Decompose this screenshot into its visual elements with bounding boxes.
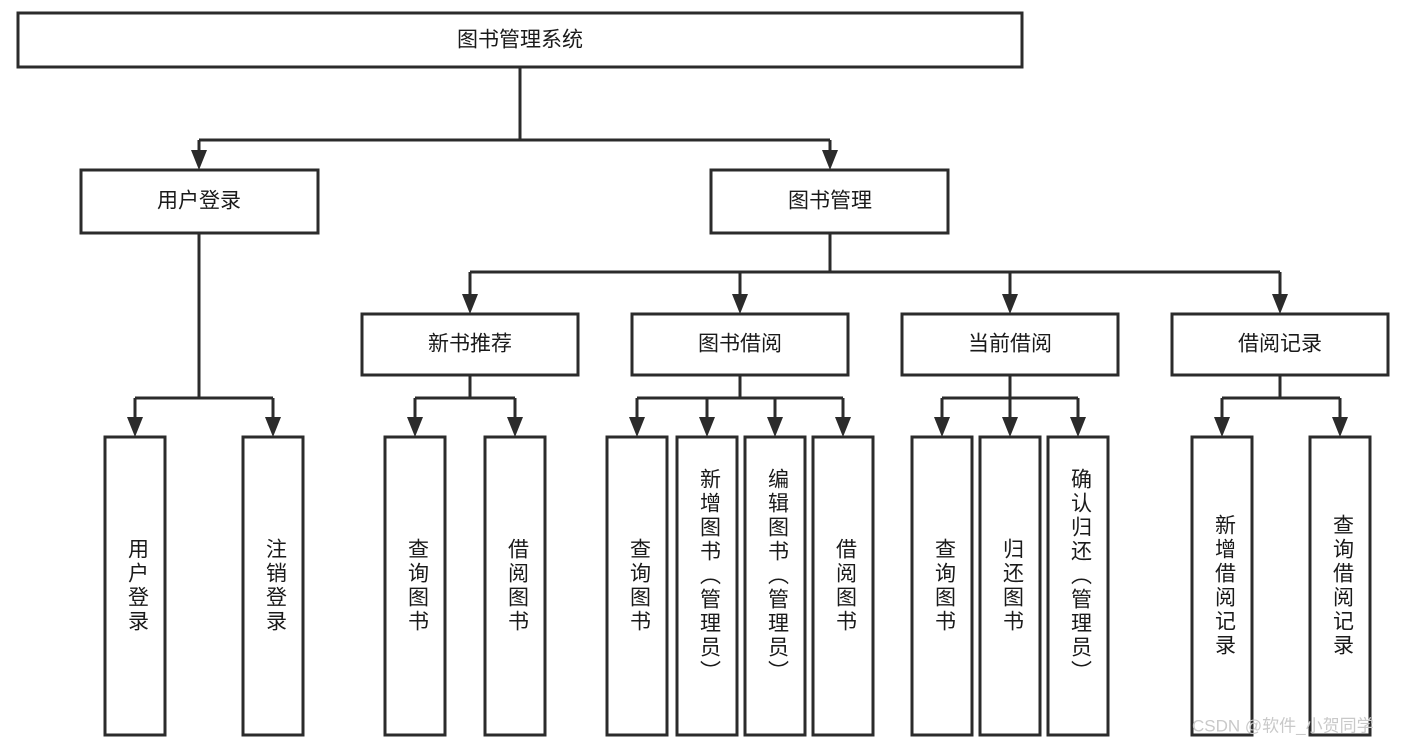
- node-borrow-record[interactable]: 借阅记录: [1170, 312, 1390, 377]
- node-leaf-user-login-label: 用户登录: [125, 538, 149, 634]
- node-root-label: 图书管理系统: [457, 29, 583, 52]
- node-leaf-add-record-label: 新增借阅记录: [1212, 514, 1236, 658]
- arrow-head-leaf-add-record: [1214, 417, 1230, 437]
- arrow-head-leaf-confirm-return: [1070, 417, 1086, 437]
- node-leaf-return-book-box[interactable]: [978, 435, 1042, 737]
- node-leaf-query-record[interactable]: 查询借阅记录: [1308, 435, 1372, 737]
- node-leaf-user-login-box[interactable]: [103, 435, 167, 737]
- node-leaf-logout-login[interactable]: 注销登录: [241, 435, 305, 737]
- node-leaf-return-book[interactable]: 归还图书: [978, 435, 1042, 737]
- arrow-head-leaf-borrow-book-2: [835, 417, 851, 437]
- node-leaf-add-record-box[interactable]: [1190, 435, 1254, 737]
- node-root[interactable]: 图书管理系统: [16, 11, 1024, 69]
- arrow-head-book-borrow: [732, 294, 748, 314]
- arrow-head-leaf-add-book: [699, 417, 715, 437]
- node-leaf-query-record-box[interactable]: [1308, 435, 1372, 737]
- node-leaf-query-book-2-label: 查询图书: [627, 538, 651, 634]
- node-borrow-record-label: 借阅记录: [1238, 333, 1322, 356]
- node-current-borrow-label: 当前借阅: [968, 333, 1052, 356]
- node-leaf-add-book[interactable]: 新增图书（管理员）: [675, 435, 739, 737]
- node-leaf-query-record-label: 查询借阅记录: [1330, 514, 1354, 658]
- node-leaf-borrow-book-1[interactable]: 借阅图书: [483, 435, 547, 737]
- node-book-management-box[interactable]: [709, 168, 950, 235]
- node-leaf-query-book-3[interactable]: 查询图书: [910, 435, 974, 737]
- node-leaf-edit-book[interactable]: 编辑图书（管理员）: [743, 435, 807, 737]
- node-book-management-label: 图书管理: [788, 190, 872, 213]
- arrow-head-leaf-query-book-1: [407, 417, 423, 437]
- node-leaf-edit-book-label: 编辑图书（管理员）: [765, 468, 789, 684]
- node-leaf-query-book-2-box[interactable]: [605, 435, 669, 737]
- arrow-head-leaf-borrow-book-1: [507, 417, 523, 437]
- node-user-login-box[interactable]: [79, 168, 320, 235]
- node-current-borrow-box[interactable]: [900, 312, 1120, 377]
- node-new-book-recommend[interactable]: 新书推荐: [360, 312, 580, 377]
- node-user-login-label: 用户登录: [157, 190, 241, 213]
- arrow-head-leaf-query-book-3: [934, 417, 950, 437]
- arrow-head-leaf-query-record: [1332, 417, 1348, 437]
- node-leaf-query-book-3-box[interactable]: [910, 435, 974, 737]
- node-book-borrow-box[interactable]: [630, 312, 850, 377]
- node-leaf-query-book-2[interactable]: 查询图书: [605, 435, 669, 737]
- node-book-borrow[interactable]: 图书借阅: [630, 312, 850, 377]
- node-leaf-logout-login-box[interactable]: [241, 435, 305, 737]
- node-leaf-return-book-label: 归还图书: [1000, 538, 1024, 634]
- node-leaf-borrow-book-2-label: 借阅图书: [833, 538, 857, 634]
- arrow-head-book-management: [822, 150, 838, 170]
- node-book-management[interactable]: 图书管理: [709, 168, 950, 235]
- node-leaf-query-book-1-label: 查询图书: [405, 538, 429, 634]
- node-leaf-add-book-box[interactable]: [675, 435, 739, 737]
- arrow-head-leaf-logout-login: [265, 417, 281, 437]
- node-leaf-add-book-label: 新增图书（管理员）: [697, 468, 721, 684]
- arrow-head-leaf-query-book-2: [629, 417, 645, 437]
- arrow-head-leaf-return-book: [1002, 417, 1018, 437]
- arrow-head-leaf-edit-book: [767, 417, 783, 437]
- node-leaf-confirm-return-box[interactable]: [1046, 435, 1110, 737]
- node-new-book-recommend-box[interactable]: [360, 312, 580, 377]
- node-leaf-logout-login-label: 注销登录: [263, 538, 287, 634]
- node-leaf-borrow-book-1-label: 借阅图书: [505, 538, 529, 634]
- node-leaf-edit-book-box[interactable]: [743, 435, 807, 737]
- node-new-book-recommend-label: 新书推荐: [428, 333, 512, 356]
- node-leaf-add-record[interactable]: 新增借阅记录: [1190, 435, 1254, 737]
- node-leaf-borrow-book-2[interactable]: 借阅图书: [811, 435, 875, 737]
- node-root-box[interactable]: [16, 11, 1024, 69]
- csdn-watermark: CSDN @软件_小贺同学: [1192, 716, 1374, 735]
- node-leaf-borrow-book-1-box[interactable]: [483, 435, 547, 737]
- arrow-head-user-login: [191, 150, 207, 170]
- arrow-head-leaf-user-login: [127, 417, 143, 437]
- node-leaf-query-book-1[interactable]: 查询图书: [383, 435, 447, 737]
- node-current-borrow[interactable]: 当前借阅: [900, 312, 1120, 377]
- node-leaf-user-login[interactable]: 用户登录: [103, 435, 167, 737]
- connector-layer: [127, 67, 1348, 437]
- node-leaf-query-book-3-label: 查询图书: [932, 538, 956, 634]
- node-book-borrow-label: 图书借阅: [698, 333, 782, 356]
- node-leaf-confirm-return[interactable]: 确认归还（管理员）: [1046, 435, 1110, 737]
- node-leaf-confirm-return-label: 确认归还（管理员）: [1068, 468, 1092, 684]
- arrow-head-borrow-record: [1272, 294, 1288, 314]
- node-user-login[interactable]: 用户登录: [79, 168, 320, 235]
- arrow-head-new-book-recommend: [462, 294, 478, 314]
- node-borrow-record-box[interactable]: [1170, 312, 1390, 377]
- arrow-head-current-borrow: [1002, 294, 1018, 314]
- node-leaf-query-book-1-box[interactable]: [383, 435, 447, 737]
- node-leaf-borrow-book-2-box[interactable]: [811, 435, 875, 737]
